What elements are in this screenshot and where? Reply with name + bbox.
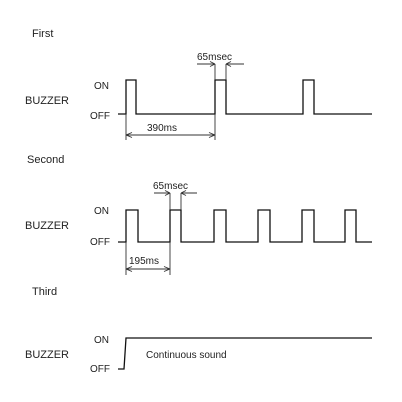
period-label-first: 390ms <box>147 123 177 134</box>
pulse-width-arrowheads-second <box>164 190 187 196</box>
pulse-width-arrowheads-first <box>209 61 232 67</box>
off-label-third: OFF <box>90 364 110 375</box>
signal-label-second: BUZZER <box>25 220 69 232</box>
on-label-third: ON <box>94 335 109 346</box>
period-arrowheads-first <box>125 132 216 138</box>
waveform-second <box>118 209 372 243</box>
section-title-second: Second <box>27 154 64 166</box>
section-third: Third BUZZER ON OFF Continuous sound <box>25 286 372 375</box>
period-label-second: 195ms <box>129 256 159 267</box>
section-title-first: First <box>32 28 53 40</box>
signal-label-first: BUZZER <box>25 95 69 107</box>
pulse-width-dimension-first <box>197 63 244 80</box>
waveform-third <box>118 337 372 370</box>
signal-label-third: BUZZER <box>25 349 69 361</box>
on-label-second: ON <box>94 206 109 217</box>
waveform-first <box>118 79 372 115</box>
pulse-width-label-first: 65msec <box>197 52 232 63</box>
section-first: First BUZZER ON OFF 65msec 390ms <box>25 28 372 140</box>
on-label-first: ON <box>94 81 109 92</box>
period-dimension-first <box>125 114 216 140</box>
off-label-first: OFF <box>90 111 110 122</box>
continuous-sound-note: Continuous sound <box>146 350 227 361</box>
section-second: Second BUZZER ON OFF 65msec 195ms <box>25 154 372 275</box>
section-title-third: Third <box>32 286 57 298</box>
period-arrowheads-second <box>125 266 171 272</box>
off-label-second: OFF <box>90 237 110 248</box>
pulse-width-dimension-second <box>154 192 197 210</box>
period-dimension-second <box>125 242 171 275</box>
pulse-width-label-second: 65msec <box>153 181 188 192</box>
